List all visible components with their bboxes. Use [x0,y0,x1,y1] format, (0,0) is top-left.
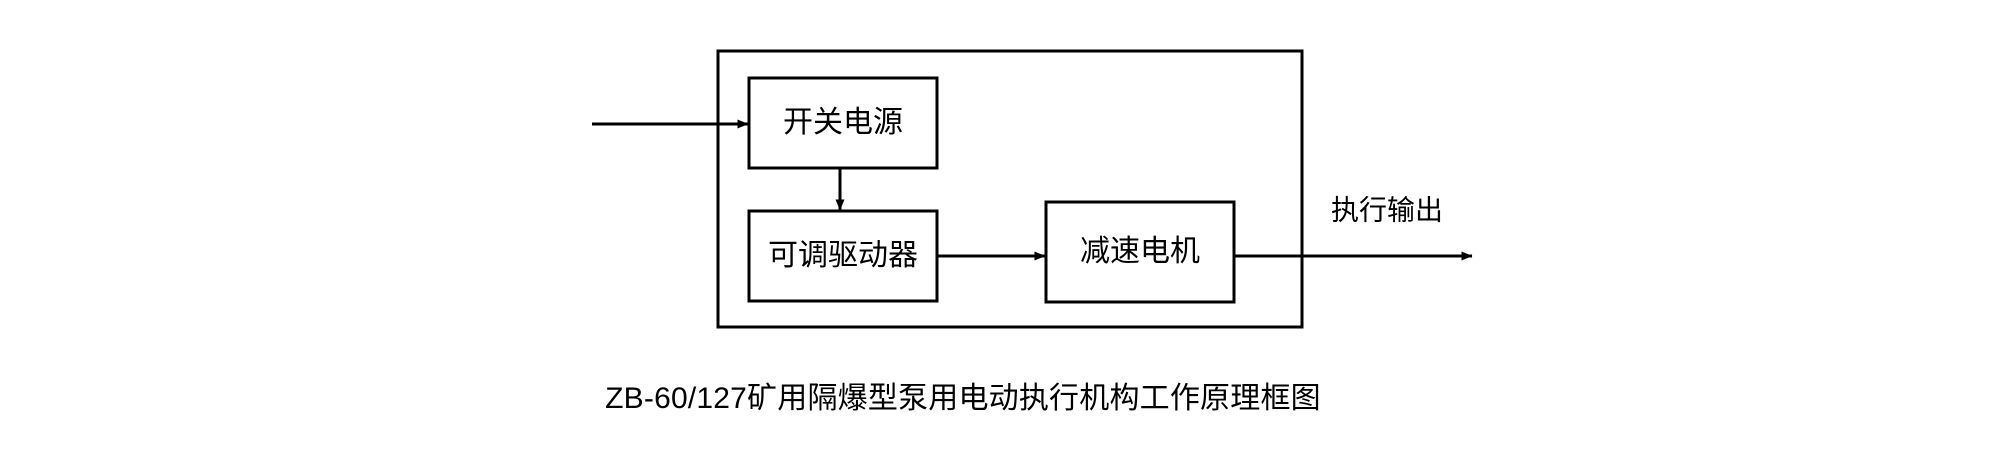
block-switching-power-supply-label: 开关电源 [783,106,903,139]
block-adjustable-driver[interactable] [747,209,939,303]
block-adjustable-driver-label: 可调驱动器 [768,239,918,272]
block-geared-motor-label: 减速电机 [1080,235,1200,268]
actuator-output-label: 执行输出 [1331,194,1443,225]
block-geared-motor[interactable] [1044,200,1236,304]
figure-caption: ZB-60/127矿用隔爆型泵用电动执行机构工作原理框图 [605,382,1321,415]
block-switching-power-supply[interactable] [747,76,939,170]
